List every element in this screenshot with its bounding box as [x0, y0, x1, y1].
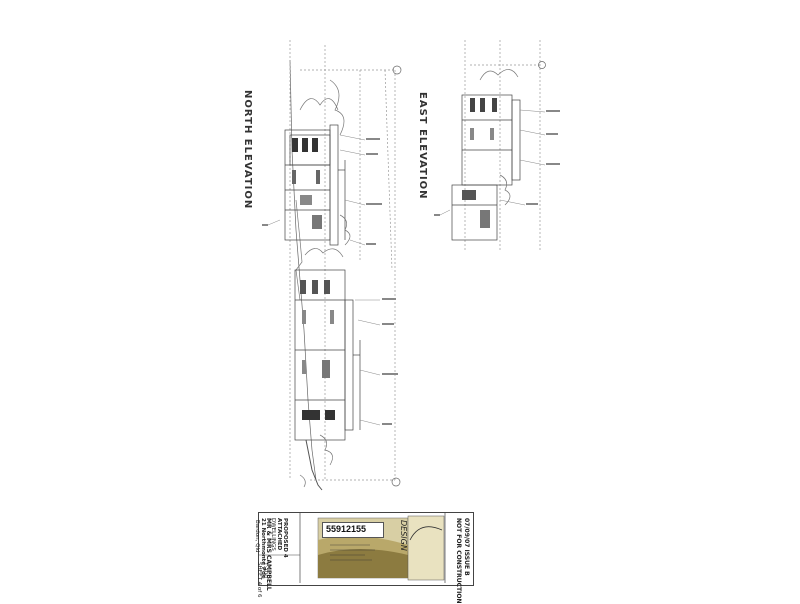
north-elevation-drawing — [262, 40, 402, 491]
drawing-scale: 1:100 — [262, 562, 268, 578]
sheet-number: SHEET 4 of 6 — [256, 562, 262, 598]
project-line-1: PROPOSED 4 — [282, 518, 288, 558]
phone-number: 55912155 — [326, 524, 367, 534]
client-name: MR & MRS CAMPBELL — [265, 518, 272, 591]
issue-date: 07/09/07 ISSUE B — [463, 518, 470, 576]
north-elevation-title: NORTH ELEVATION — [242, 90, 253, 210]
east-elevation-drawing — [434, 40, 560, 250]
phone-box — [322, 522, 384, 538]
site-suburb: Bardon, Qld — [254, 520, 260, 553]
design-logo-text: DESIGN — [399, 520, 408, 551]
east-elevation-title: EAST ELEVATION — [417, 92, 428, 200]
construction-status: NOT FOR CONSTRUCTION — [455, 518, 462, 604]
project-line-2: ATTACHED — [276, 518, 282, 551]
title-block — [258, 512, 474, 586]
